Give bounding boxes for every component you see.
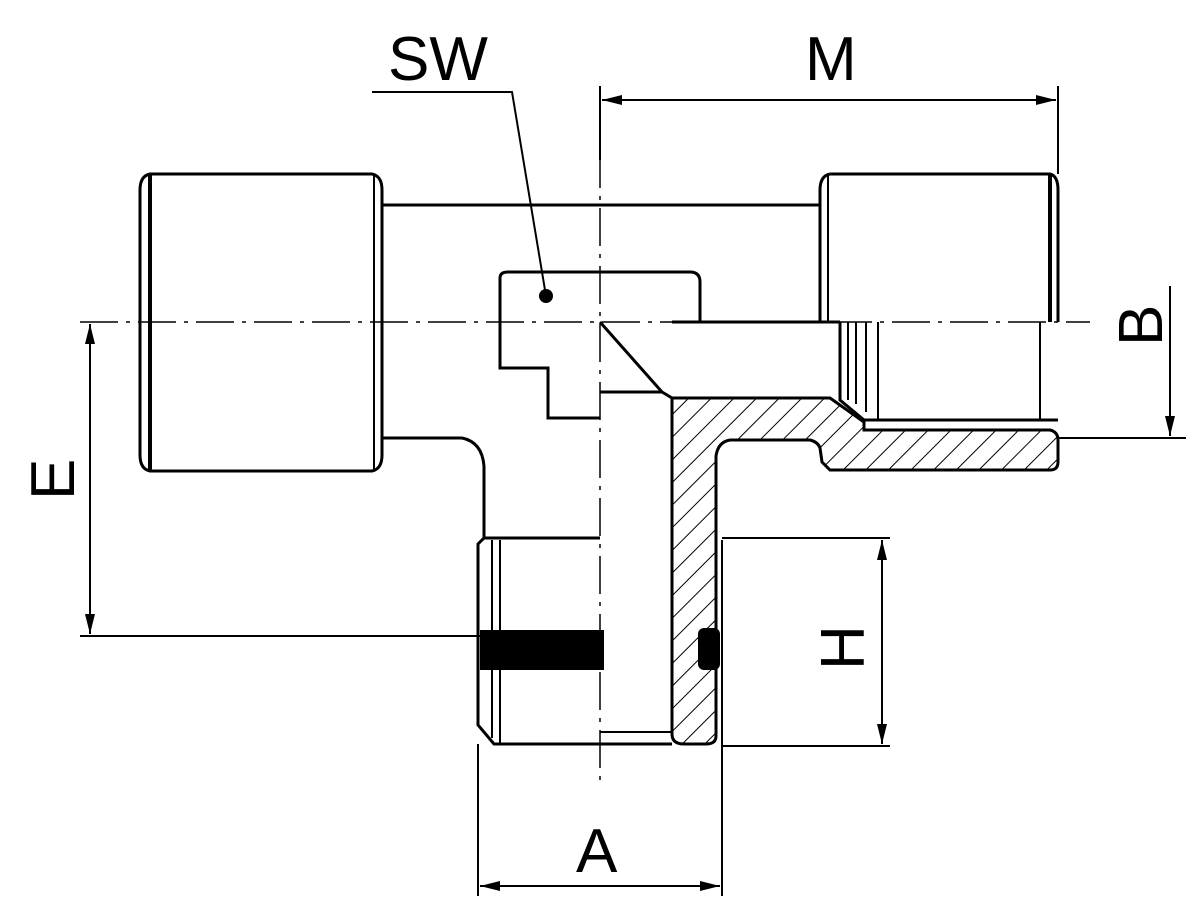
label-m: M [805,25,857,94]
sw-leader [372,91,547,297]
center-lines [80,150,1090,780]
e-dimension [80,324,480,637]
label-sw: SW [388,25,488,94]
h-dimension [722,537,890,747]
fitting-body [382,203,1058,538]
m-dimension [599,86,1059,174]
label-a: A [576,817,618,886]
label-b: B [1107,305,1176,346]
a-dimension [477,540,723,896]
seal-ring-left [480,630,604,670]
seal-ring-right [698,628,720,670]
sectioned-wall [670,396,1060,746]
right-nut [818,172,1060,322]
sw-leader-dot [539,289,553,303]
label-h: H [809,625,878,670]
right-thread-detail [847,322,1041,420]
label-e: E [19,459,88,500]
b-dimension [1058,286,1186,439]
